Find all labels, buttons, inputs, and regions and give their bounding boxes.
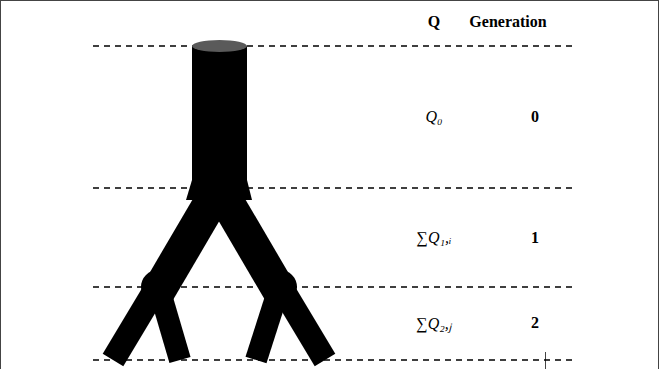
column-header: Q <box>428 13 440 30</box>
label-slot: ∑Q₂,ⱼ <box>416 312 452 334</box>
label-slot: ∑Q₁,ᵢ <box>416 229 451 247</box>
label-slot: Generation <box>469 13 546 31</box>
flow-symbol: Q₀ <box>425 108 442 125</box>
label-slot: Q <box>428 13 440 31</box>
label-slot: 2 <box>531 314 539 332</box>
branching-tree <box>113 40 325 360</box>
label-slot: 1 <box>531 229 539 247</box>
generation-number: 0 <box>531 108 539 125</box>
column-header: Generation <box>469 13 546 30</box>
flow-symbol: ∑Q₁,ᵢ <box>416 229 451 246</box>
flow-symbol: ∑Q₂,ⱼ <box>416 315 452 332</box>
generation-number: 2 <box>531 314 539 331</box>
generation-dividers <box>93 46 576 360</box>
label-slot: Q₀ <box>425 108 442 126</box>
label-slot: 0 <box>531 108 539 126</box>
generation-number: 1 <box>531 229 539 246</box>
